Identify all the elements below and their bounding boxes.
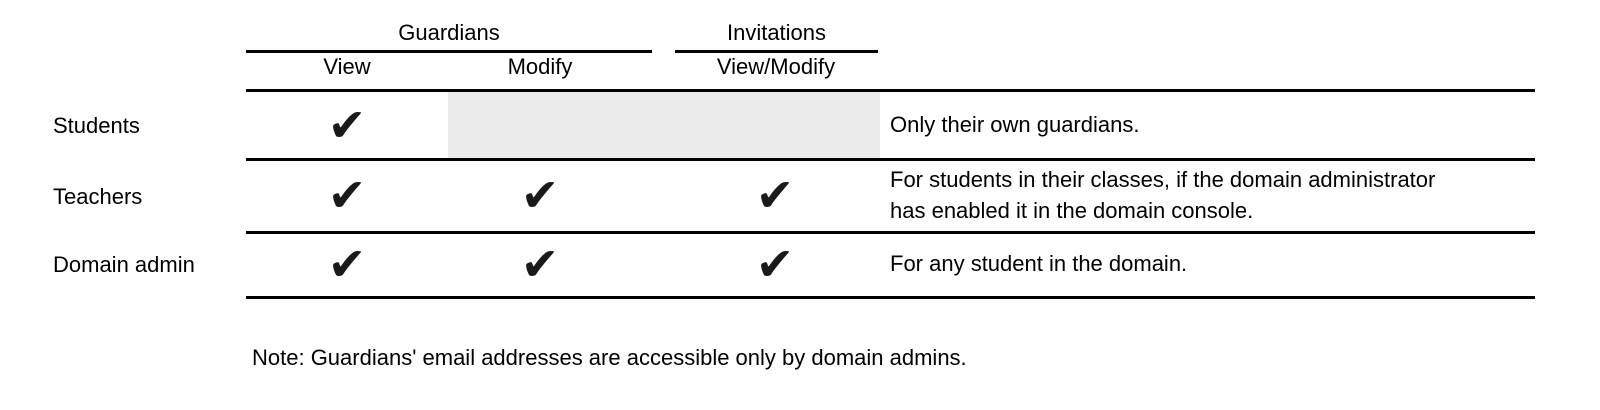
footnote: Note: Guardians' email addresses are acc… — [252, 345, 967, 370]
check-icon: ✔ — [520, 238, 560, 290]
check-icon: ✔ — [755, 238, 795, 290]
row-label-domain-admin: Domain admin — [53, 252, 195, 277]
row-note-domain-admin: For any student in the domain. — [890, 251, 1538, 277]
check-icon: ✔ — [327, 169, 367, 221]
group-header-invitations: Invitations — [726, 20, 827, 45]
row-label-students: Students — [53, 113, 140, 138]
invitations-underline — [675, 50, 878, 53]
check-icon: ✔ — [520, 169, 560, 221]
row-note-teachers: For students in their classes, if the do… — [890, 164, 1538, 226]
note-line: For any student in the domain. — [890, 251, 1188, 276]
check-icon: ✔ — [755, 169, 795, 221]
check-icon: ✔ — [327, 99, 367, 151]
row-rule-domain-admin — [246, 296, 1535, 299]
guardians-underline — [246, 50, 652, 53]
column-header-view-modify: View/Modify — [716, 54, 836, 79]
note-line: has enabled it in the domain console. — [890, 198, 1254, 223]
table-header-rule — [246, 89, 1535, 92]
group-header-guardians: Guardians — [398, 20, 500, 45]
row-note-students: Only their own guardians. — [890, 112, 1538, 138]
column-header-modify: Modify — [507, 54, 573, 79]
column-header-view: View — [323, 54, 371, 79]
row-rule-students — [246, 158, 1535, 161]
row-label-teachers: Teachers — [53, 184, 143, 209]
note-line: For students in their classes, if the do… — [890, 167, 1436, 192]
disabled-cells-shade — [448, 92, 880, 158]
note-line: Only their own guardians. — [890, 112, 1140, 137]
row-rule-teachers — [246, 231, 1535, 234]
check-icon: ✔ — [327, 238, 367, 290]
